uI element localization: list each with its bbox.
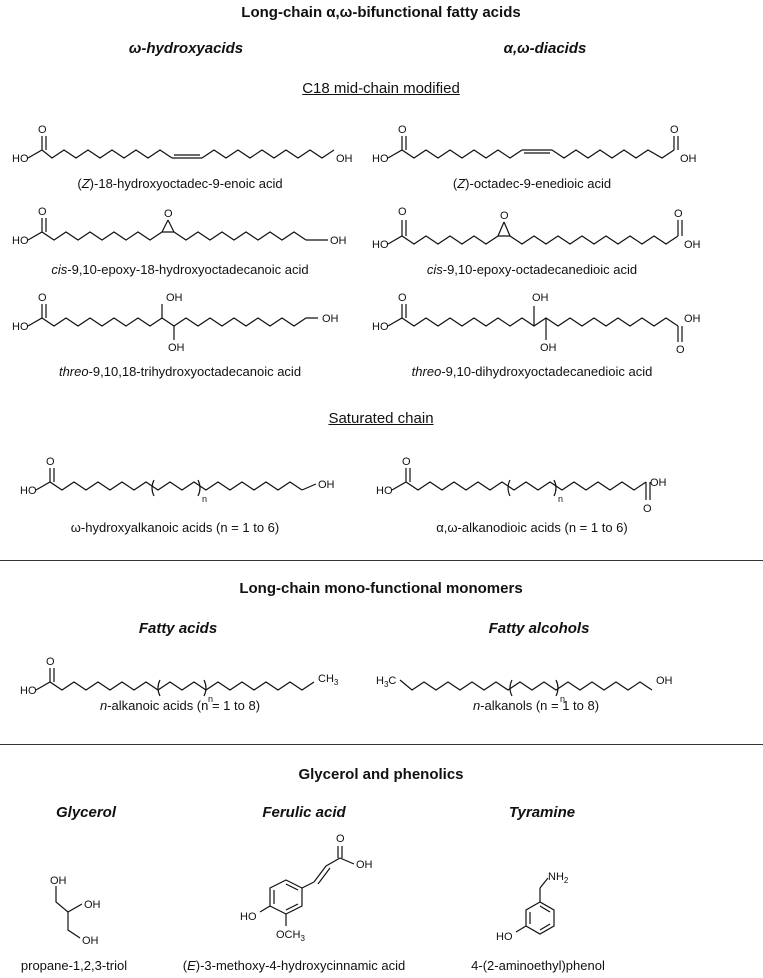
svg-text:O: O	[336, 833, 345, 845]
group-heading-mid-chain: C18 mid-chain modified	[302, 80, 460, 97]
svg-text:O: O	[500, 210, 509, 222]
svg-text:OH: OH	[684, 313, 701, 325]
structure-alkanoic-acids: O HO n CH3	[20, 656, 339, 704]
svg-text:HO: HO	[372, 239, 389, 251]
svg-text:O: O	[46, 656, 55, 668]
label-hydroxyoctadecenoic-acid: (Z)-18-hydroxyoctadec-9-enoic acid	[77, 176, 283, 191]
column-heading-glycerol: Glycerol	[55, 804, 117, 821]
svg-text:HO: HO	[20, 485, 37, 497]
svg-text:OH: OH	[50, 875, 67, 887]
label-alkanodioic-acids: α,ω-alkanodioic acids (n = 1 to 6)	[436, 520, 628, 535]
svg-text:O: O	[46, 456, 55, 468]
svg-text:OH: OH	[322, 313, 339, 325]
svg-text:n: n	[560, 694, 565, 704]
section-title-monofunctional: Long-chain mono-functional monomers	[239, 580, 523, 597]
svg-text:O: O	[398, 292, 407, 304]
structure-tyramine: NH2 HO	[496, 871, 569, 943]
column-heading-diacids: α,ω-diacids	[503, 40, 587, 57]
svg-text:OH: OH	[336, 153, 353, 165]
structure-octadecenedioic-acid: O HO O OH	[372, 124, 697, 165]
svg-text:OH: OH	[318, 479, 335, 491]
structure-alkanols: H3C n OH	[376, 675, 673, 704]
svg-text:HO: HO	[240, 911, 257, 923]
label-alkanols: n-alkanols (n = 1 to 8)	[472, 698, 600, 713]
svg-text:n: n	[558, 494, 563, 504]
methyl-group: H3C	[376, 675, 396, 689]
structure-dihydroxyoctadecanedioic-acid: O HO OH OH O OH	[372, 292, 701, 356]
column-heading-fatty-acids: Fatty acids	[138, 620, 218, 637]
group-heading-saturated: Saturated chain	[328, 410, 434, 427]
svg-text:OH: OH	[532, 292, 549, 304]
svg-text:HO: HO	[372, 153, 389, 165]
structure-glycerol: OH OH OH	[50, 875, 101, 947]
structure-epoxy-hydroxyoctadecanoic-acid: O HO O OH	[12, 206, 347, 247]
svg-text:HO: HO	[372, 321, 389, 333]
svg-text:OH: OH	[84, 899, 101, 911]
svg-text:HO: HO	[12, 321, 29, 333]
label-octadecenedioic-acid: (Z)-octadec-9-enedioic acid	[452, 176, 612, 191]
label-epoxy-hydroxyoctadecanoic-acid: cis-9,10-epoxy-18-hydroxyoctadecanoic ac…	[51, 262, 309, 277]
svg-text:HO: HO	[376, 485, 393, 497]
column-heading-hydroxyacids: ω-hydroxyacids	[128, 40, 244, 57]
svg-text:O: O	[674, 208, 683, 220]
section-title-glycerol-phenolics: Glycerol and phenolics	[298, 766, 464, 783]
svg-text:O: O	[643, 503, 652, 515]
column-heading-ferulic-acid: Ferulic acid	[262, 804, 346, 821]
svg-text:O: O	[38, 292, 47, 304]
svg-text:OH: OH	[656, 675, 673, 687]
label-glycerol: propane-1,2,3-triol	[20, 958, 128, 973]
label-dihydroxyoctadecanedioic-acid: threo-9,10-dihydroxyoctadecanedioic acid	[411, 364, 653, 379]
svg-text:OH: OH	[330, 235, 347, 247]
svg-text:O: O	[398, 124, 407, 136]
label-epoxy-octadecanedioic-acid: cis-9,10-epoxy-octadecanedioic acid	[426, 262, 638, 277]
section-divider-2	[0, 744, 763, 745]
column-heading-fatty-alcohols: Fatty alcohols	[488, 620, 590, 637]
svg-text:OH: OH	[540, 342, 557, 354]
structure-hydroxyalkanoic-acids: O HO n OH	[20, 456, 335, 504]
svg-text:O: O	[670, 124, 679, 136]
structure-alkanodioic-acids: O HO n O OH	[376, 456, 667, 515]
methoxy-group: OCH3	[276, 929, 305, 943]
methyl-group: CH3	[318, 673, 339, 687]
svg-text:OH: OH	[82, 935, 99, 947]
amino-group: NH2	[548, 871, 569, 885]
structure-hydroxyoctadecenoic-acid: O HO OH	[12, 124, 353, 165]
label-tyramine: 4-(2-aminoethyl)phenol	[471, 958, 605, 973]
svg-text:O: O	[38, 124, 47, 136]
svg-text:n: n	[208, 694, 213, 704]
svg-text:O: O	[164, 208, 173, 220]
svg-text:OH: OH	[680, 153, 697, 165]
svg-text:O: O	[402, 456, 411, 468]
svg-text:OH: OH	[650, 477, 667, 489]
svg-text:O: O	[398, 206, 407, 218]
label-alkanoic-acids: n-alkanoic acids (n = 1 to 8)	[99, 698, 261, 713]
svg-text:OH: OH	[168, 342, 185, 354]
structure-ferulic-acid: O OH HO OCH3	[240, 833, 373, 943]
svg-text:HO: HO	[12, 153, 29, 165]
label-trihydroxyoctadecanoic-acid: threo-9,10,18-trihydroxyoctadecanoic aci…	[58, 364, 302, 379]
svg-text:HO: HO	[12, 235, 29, 247]
svg-text:O: O	[38, 206, 47, 218]
svg-text:O: O	[676, 344, 685, 356]
section-title-bifunctional: Long-chain α,ω-bifunctional fatty acids	[241, 4, 521, 21]
svg-text:OH: OH	[684, 239, 701, 251]
section-divider-1	[0, 560, 763, 561]
svg-text:n: n	[202, 494, 207, 504]
svg-text:OH: OH	[356, 859, 373, 871]
svg-text:HO: HO	[20, 685, 37, 697]
structure-epoxy-octadecanedioic-acid: O HO O O OH	[372, 206, 701, 251]
svg-text:HO: HO	[496, 931, 513, 943]
structure-trihydroxyoctadecanoic-acid: O HO OH OH OH	[12, 292, 339, 354]
label-hydroxyalkanoic-acids: ω-hydroxyalkanoic acids (n = 1 to 6)	[70, 520, 280, 535]
label-ferulic-acid: (E)-3-methoxy-4-hydroxycinnamic acid	[182, 958, 406, 973]
column-heading-tyramine: Tyramine	[508, 804, 576, 821]
svg-text:OH: OH	[166, 292, 183, 304]
